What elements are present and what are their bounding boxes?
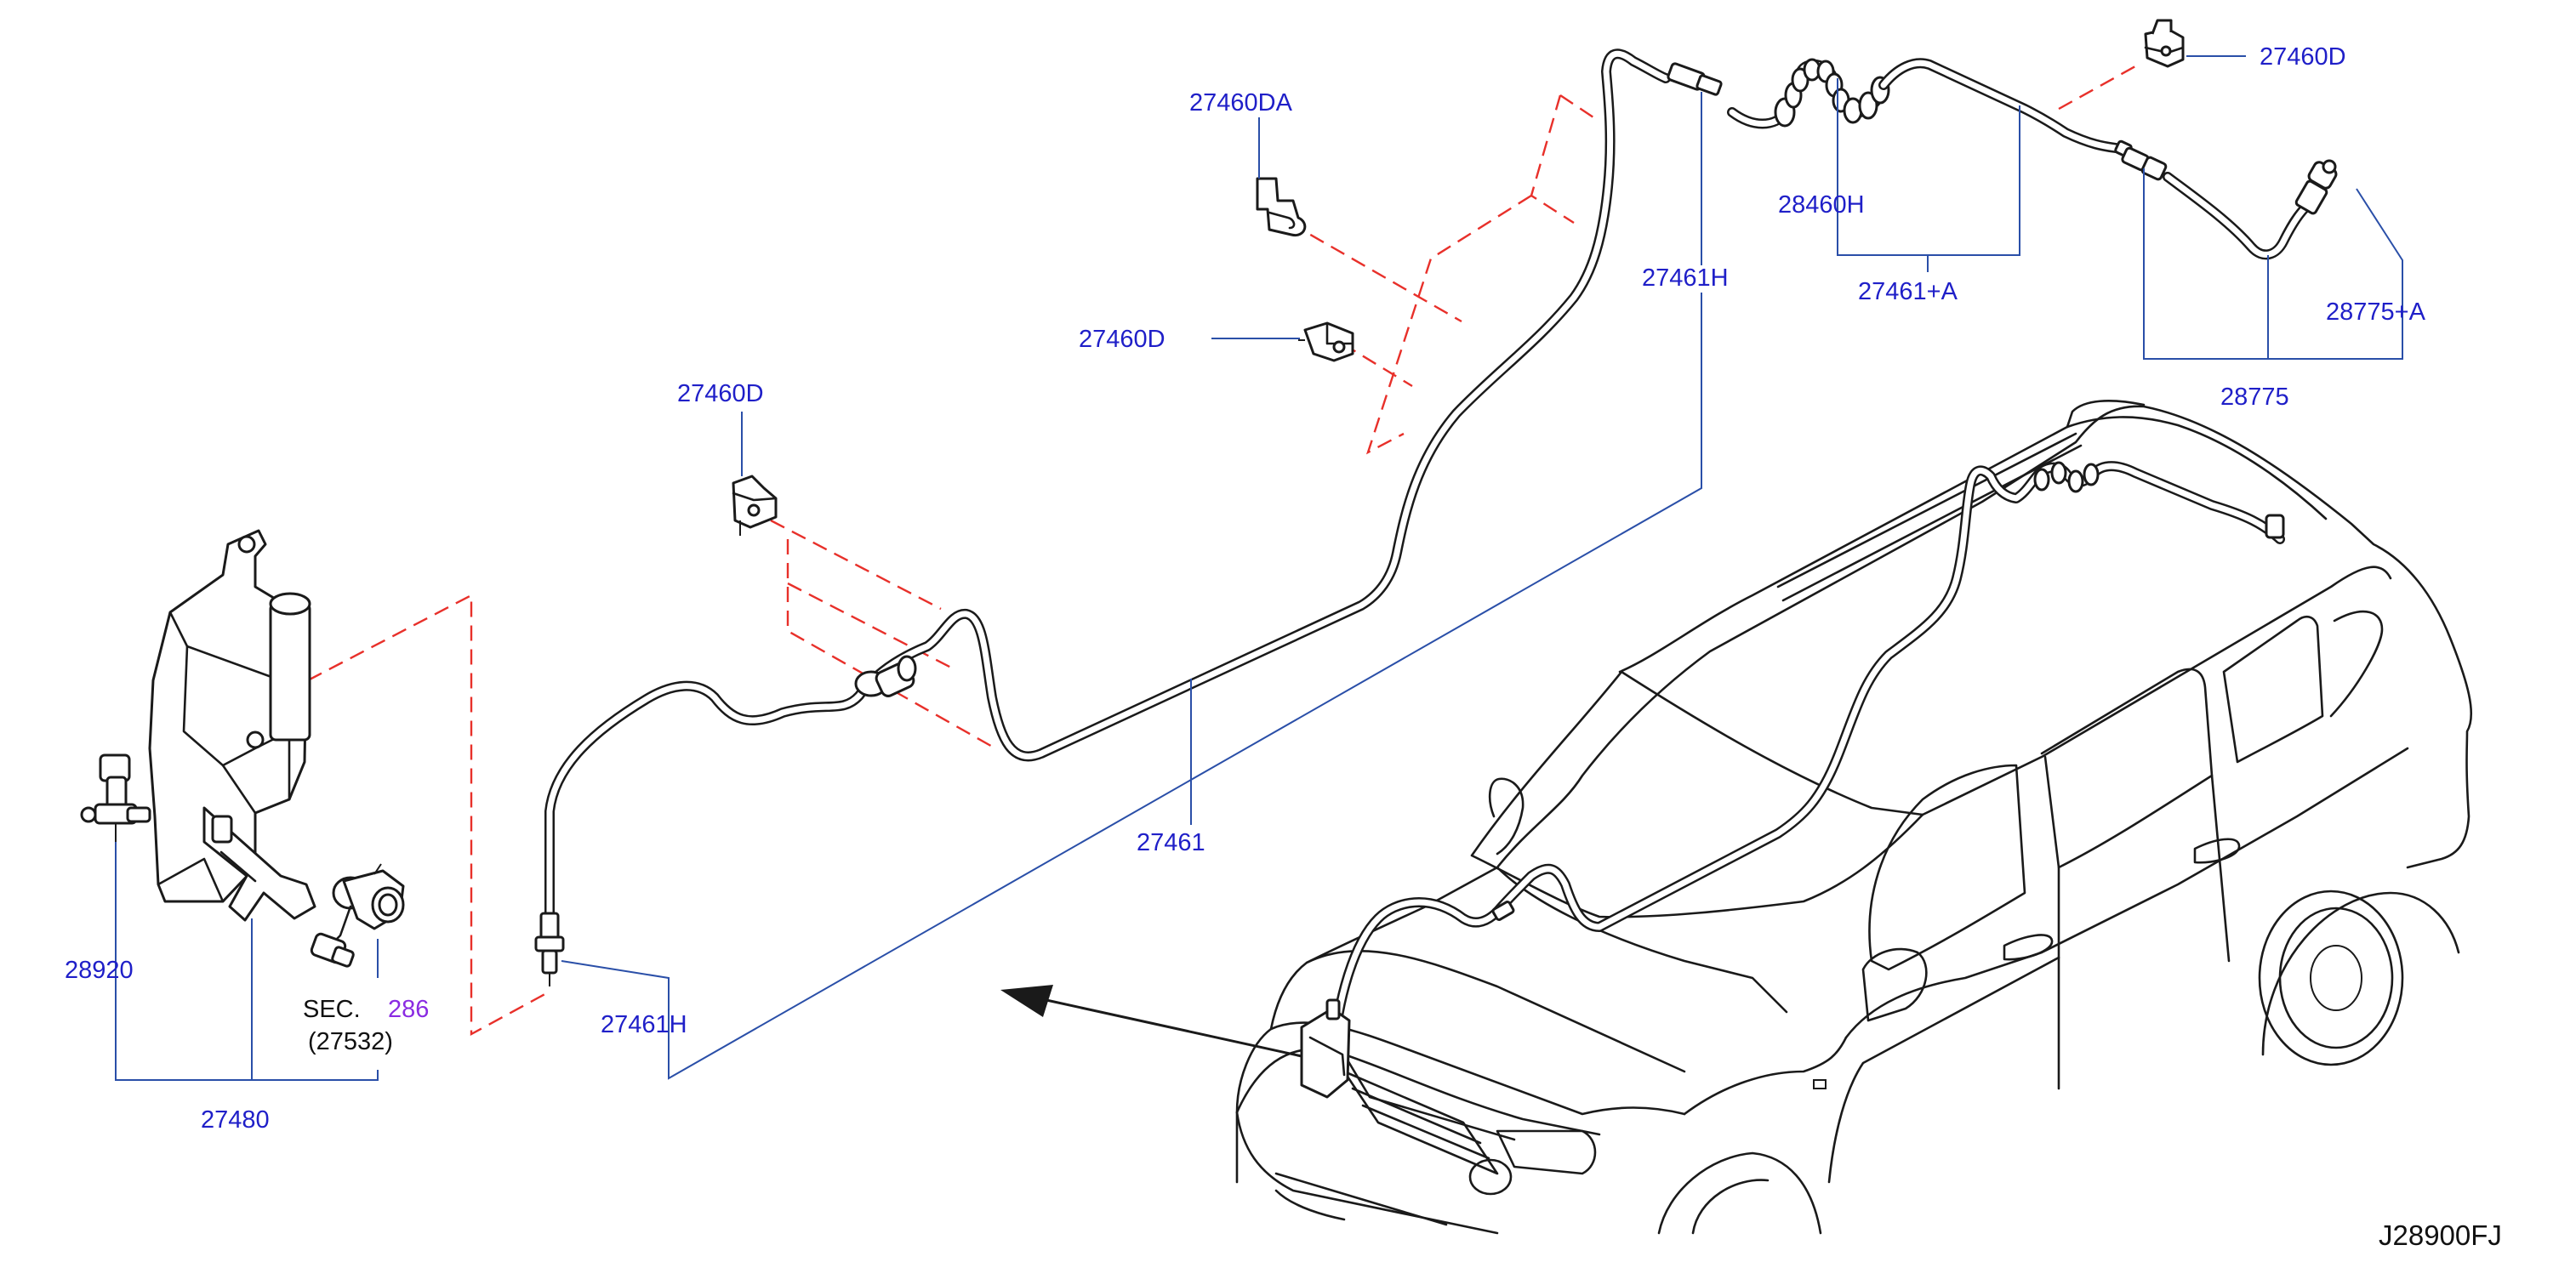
label-sec: SEC. xyxy=(303,996,361,1023)
label-27461H-top[interactable]: 27461H xyxy=(1642,264,1729,292)
label-sec-ref: (27532) xyxy=(308,1028,393,1055)
washer-motor-sec-286 xyxy=(310,863,405,968)
label-28460H[interactable]: 28460H xyxy=(1778,191,1865,219)
label-27480[interactable]: 27480 xyxy=(201,1106,270,1134)
label-28920[interactable]: 28920 xyxy=(65,957,134,984)
clip-27460D-mid xyxy=(1298,321,1354,362)
washer-pump-28920 xyxy=(80,753,151,842)
washer-tank-27480 xyxy=(148,529,316,922)
label-27460D-top[interactable]: 27460D xyxy=(2260,43,2346,71)
drawing-code: J28900FJ xyxy=(2379,1219,2502,1251)
label-27460D-left[interactable]: 27460D xyxy=(677,380,764,407)
clip-27460D-top xyxy=(2144,19,2185,68)
label-sec-286[interactable]: 286 xyxy=(388,996,429,1023)
label-27461[interactable]: 27461 xyxy=(1137,829,1205,856)
clip-27460DA xyxy=(1256,177,1307,237)
label-28775[interactable]: 28775 xyxy=(2220,384,2289,411)
label-27461H-bottom[interactable]: 27461H xyxy=(601,1011,687,1038)
location-arrow xyxy=(1000,985,1302,1058)
phantom-lines xyxy=(307,65,2136,1037)
part-labels: 27460DA 27460D 27460D 27460D 28460H 2746… xyxy=(65,43,2502,1251)
label-27460DA[interactable]: 27460DA xyxy=(1189,89,1293,117)
label-27461-plus-A[interactable]: 27461+A xyxy=(1858,278,1958,305)
leader-lines xyxy=(115,55,2403,1081)
corrugated-protector xyxy=(1774,58,1890,128)
clip-27460D-left xyxy=(732,475,778,536)
vehicle-hose-routing xyxy=(1300,461,2285,1099)
label-27460D-mid[interactable]: 27460D xyxy=(1079,326,1165,353)
label-28775-plus-A[interactable]: 28775+A xyxy=(2326,298,2426,326)
upper-hose-assembly xyxy=(1727,58,2338,260)
washer-hose-27461 xyxy=(534,48,1723,986)
vehicle-outline xyxy=(1235,400,2473,1235)
